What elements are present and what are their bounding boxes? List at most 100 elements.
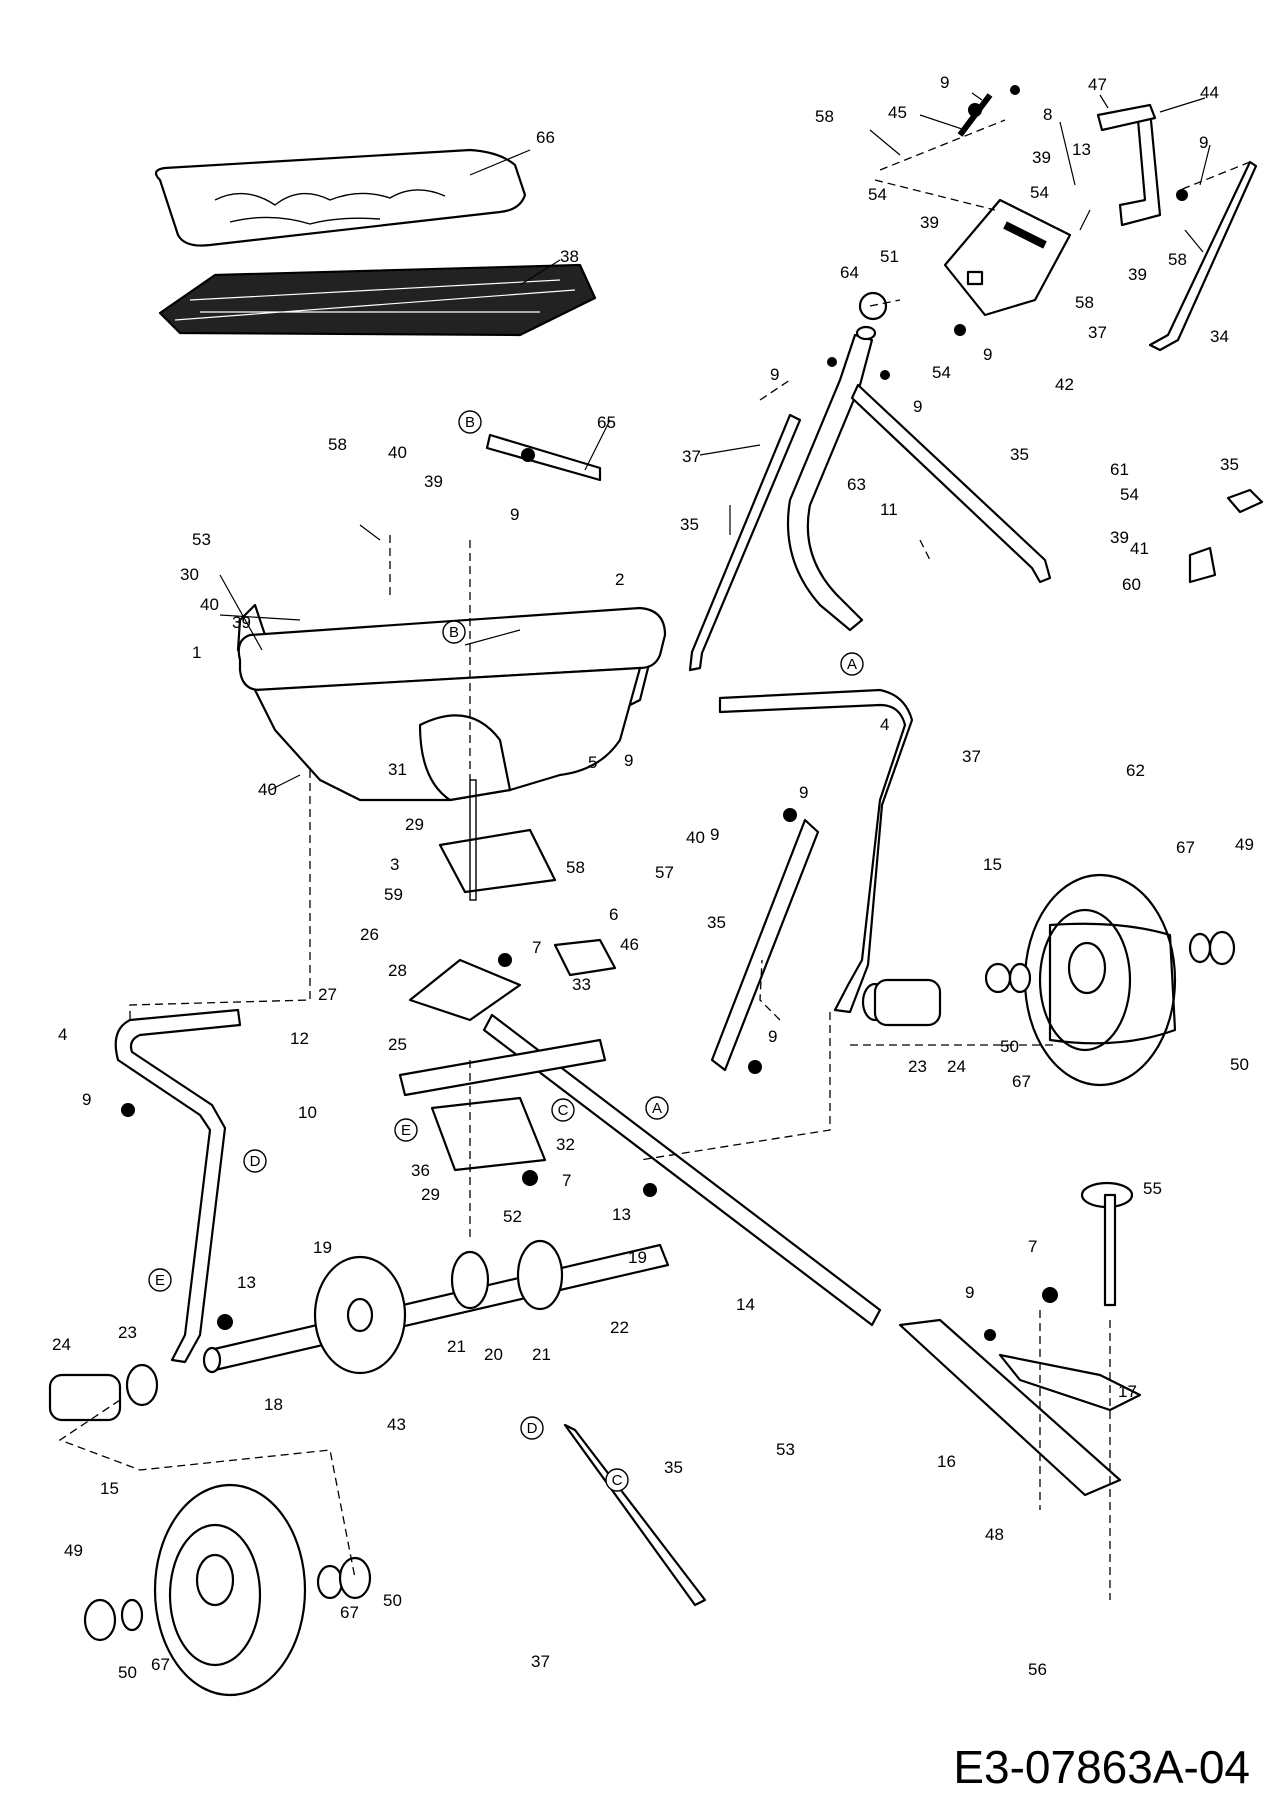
part-number-label: 37	[1088, 323, 1107, 342]
part-number-label: 35	[1220, 455, 1239, 474]
part-number-label: 29	[421, 1185, 440, 1204]
part-number-label: 9	[510, 505, 519, 524]
part-number-label: 49	[1235, 835, 1254, 854]
part-number-label: 62	[1126, 761, 1145, 780]
part-number-label: 52	[503, 1207, 522, 1226]
axle	[202, 1243, 670, 1374]
part-number-label: 35	[664, 1458, 683, 1477]
svg-text:D: D	[250, 1153, 261, 1170]
cross-bar	[482, 1013, 882, 1327]
wheel-left	[153, 1483, 307, 1697]
reference-marker-b: B	[442, 620, 466, 644]
part-number-label: 26	[360, 925, 379, 944]
part-number-label: 32	[556, 1135, 575, 1154]
part-number-label: 9	[940, 73, 949, 92]
part-number-label: 7	[532, 938, 541, 957]
hopper-cover	[154, 148, 527, 247]
part-number-label: 59	[384, 885, 403, 904]
part-number-label: 9	[82, 1090, 91, 1109]
part-number-label: 39	[424, 472, 443, 491]
part-number-label: 9	[913, 397, 922, 416]
part-number-label: 35	[1010, 445, 1029, 464]
part-number-label: 67	[1012, 1072, 1031, 1091]
support-strut-left	[688, 413, 802, 672]
part-number-label: 35	[707, 913, 726, 932]
axle-mount-bar	[398, 1038, 607, 1097]
part-number-label: 24	[947, 1057, 966, 1076]
svg-text:B: B	[465, 414, 475, 431]
strut-lower-right	[710, 818, 820, 1072]
reference-marker-c: C	[605, 1468, 629, 1492]
part-number-label: 10	[298, 1103, 317, 1122]
part-number-label: 13	[237, 1273, 256, 1292]
part-number-label: 14	[736, 1295, 755, 1314]
leader-lines	[219, 92, 1211, 791]
part-number-label: 55	[1143, 1179, 1162, 1198]
part-number-label: 45	[888, 103, 907, 122]
part-number-label: 67	[1176, 838, 1195, 857]
part-number-label: 57	[655, 863, 674, 882]
part-number-label: 41	[1130, 539, 1149, 558]
part-number-label: 27	[318, 985, 337, 1004]
strut-lower-left	[563, 1423, 707, 1607]
part-number-label: 37	[962, 747, 981, 766]
part-number-label: 13	[612, 1205, 631, 1224]
part-number-label: 44	[1200, 83, 1219, 102]
part-number-label: 50	[1000, 1037, 1019, 1056]
part-number-label: 47	[1088, 75, 1107, 94]
part-number-label: 9	[710, 825, 719, 844]
part-number-label: 58	[815, 107, 834, 126]
reference-marker-d: D	[243, 1149, 267, 1173]
part-number-label: 64	[840, 263, 859, 282]
part-number-label: 39	[1128, 265, 1147, 284]
reference-marker-a: A	[645, 1096, 669, 1120]
part-number-label: 67	[340, 1603, 359, 1622]
part-number-label: 25	[388, 1035, 407, 1054]
axle-sprocket	[450, 1239, 564, 1311]
part-number-label: 7	[1028, 1237, 1037, 1256]
part-number-label: 9	[983, 345, 992, 364]
part-number-label: 39	[232, 613, 251, 632]
part-number-label: 50	[118, 1663, 137, 1682]
part-number-label: 66	[536, 128, 555, 147]
reference-marker-a: A	[840, 652, 864, 676]
hopper-bracket	[485, 433, 602, 482]
part-number-label: 21	[447, 1337, 466, 1356]
part-number-label: 61	[1110, 460, 1129, 479]
part-number-label: 50	[383, 1591, 402, 1610]
part-number-label: 1	[192, 643, 201, 662]
hardware-nuts	[121, 85, 1188, 1341]
svg-text:A: A	[652, 1100, 662, 1117]
part-number-label: 49	[64, 1541, 83, 1560]
svg-text:E: E	[155, 1272, 165, 1289]
part-number-label: 56	[1028, 1660, 1047, 1679]
part-number-label: 42	[1055, 375, 1074, 394]
assembly-guide-lines	[58, 119, 1251, 1600]
spacers-left	[48, 1363, 372, 1642]
frame-tube-left	[114, 1008, 242, 1364]
drive-gear	[313, 1255, 407, 1375]
part-number-label: 19	[628, 1248, 647, 1267]
part-number-label: 39	[1032, 148, 1051, 167]
hopper	[236, 603, 667, 802]
svg-text:E: E	[401, 1122, 411, 1139]
part-number-label: 54	[868, 185, 887, 204]
part-number-label: 22	[610, 1318, 629, 1337]
handle-upper	[786, 291, 888, 632]
part-number-label: 40	[258, 780, 277, 799]
part-number-label: 50	[1230, 1055, 1249, 1074]
part-number-label: 9	[768, 1027, 777, 1046]
svg-text:C: C	[558, 1102, 569, 1119]
part-number-label: 46	[620, 935, 639, 954]
part-number-label: 9	[770, 365, 779, 384]
part-number-label: 54	[932, 363, 951, 382]
part-number-label: 11	[880, 500, 898, 519]
part-number-label: 23	[908, 1057, 927, 1076]
part-number-label: 9	[1199, 133, 1208, 152]
control-plate	[943, 198, 1072, 317]
part-number-label: 29	[405, 815, 424, 834]
part-number-label: 39	[1110, 528, 1129, 547]
part-number-label: 3	[390, 855, 399, 874]
